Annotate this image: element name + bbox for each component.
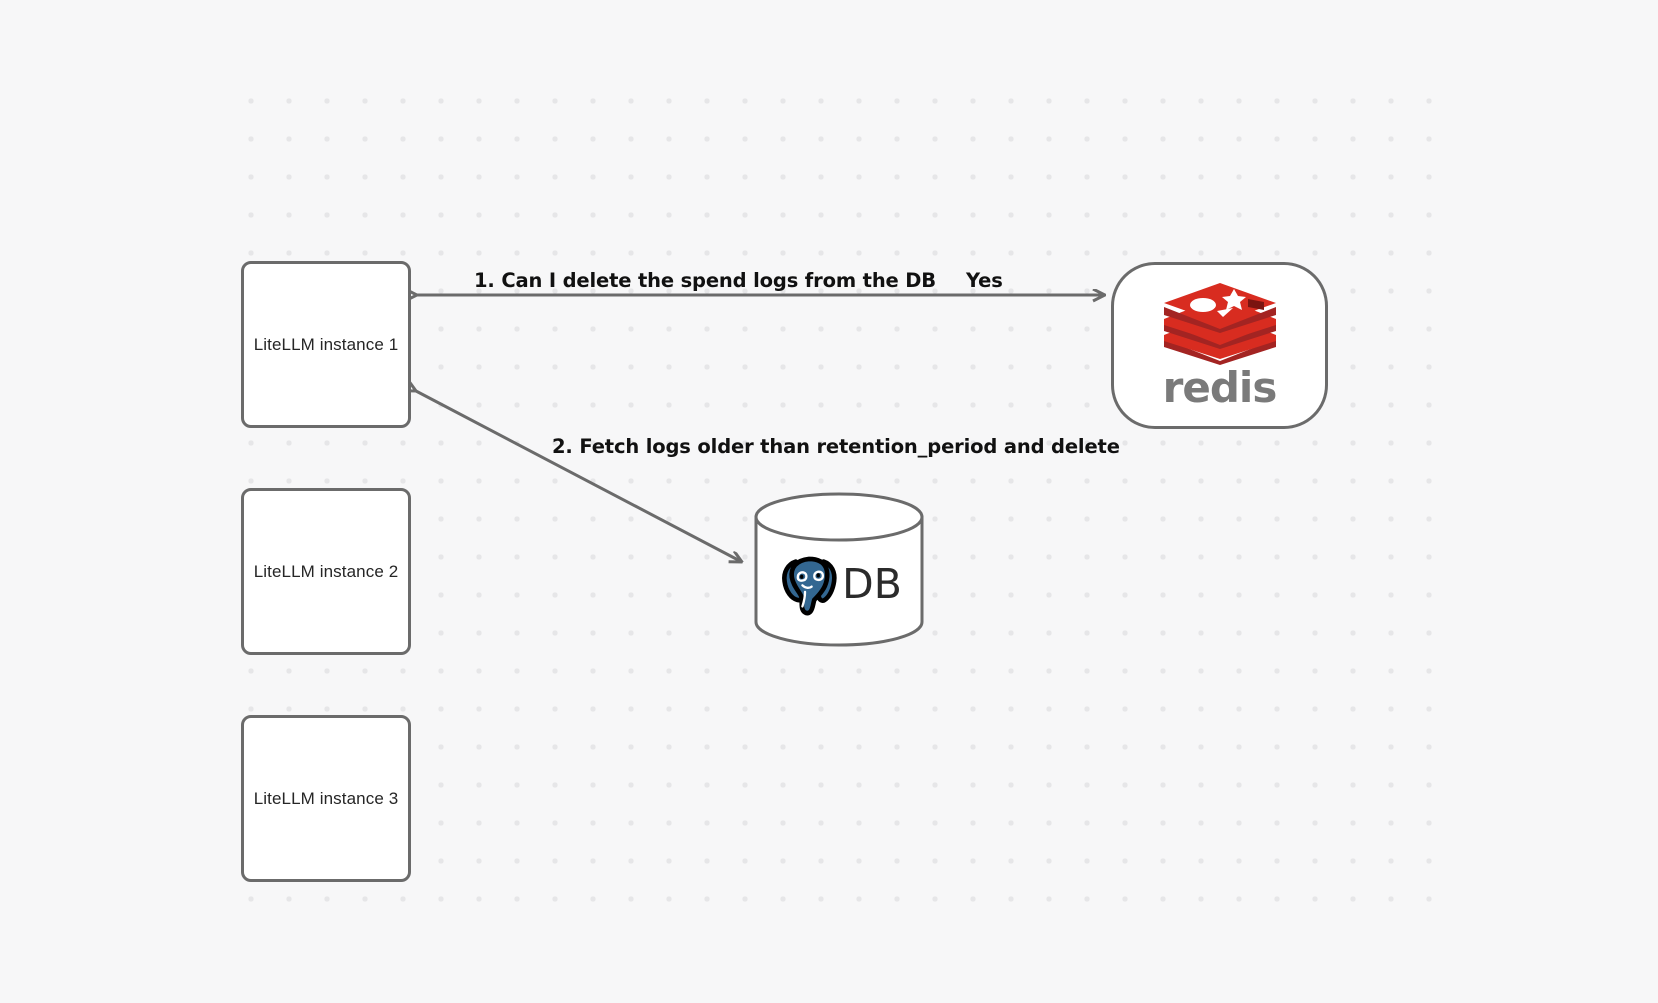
redis-logo-group: redis [1160,282,1280,412]
node-litellm-instance-3[interactable]: LiteLLM instance 3 [241,715,411,882]
redis-wordmark: redis [1162,362,1278,412]
node-db[interactable]: DB [753,492,925,647]
node-redis[interactable]: redis [1111,262,1328,429]
node-label: LiteLLM instance 3 [253,788,399,808]
node-label: LiteLLM instance 2 [253,561,399,581]
edge-label-step-2: 2. Fetch logs older than retention_perio… [552,435,1120,458]
postgresql-elephant-icon [782,556,837,616]
node-litellm-instance-1[interactable]: LiteLLM instance 1 [241,261,411,428]
node-label: LiteLLM instance 1 [253,334,399,354]
db-logo-group: DB [753,544,925,624]
redis-logo-icon [1163,282,1276,365]
cylinder-shape-icon [754,492,924,647]
edge-label-step-1: 1. Can I delete the spend logs from the … [474,269,937,292]
edge-litellm1-db [416,391,742,562]
db-label: DB [842,559,902,608]
node-litellm-instance-2[interactable]: LiteLLM instance 2 [241,488,411,655]
edge-label-yes: Yes [966,269,1003,292]
